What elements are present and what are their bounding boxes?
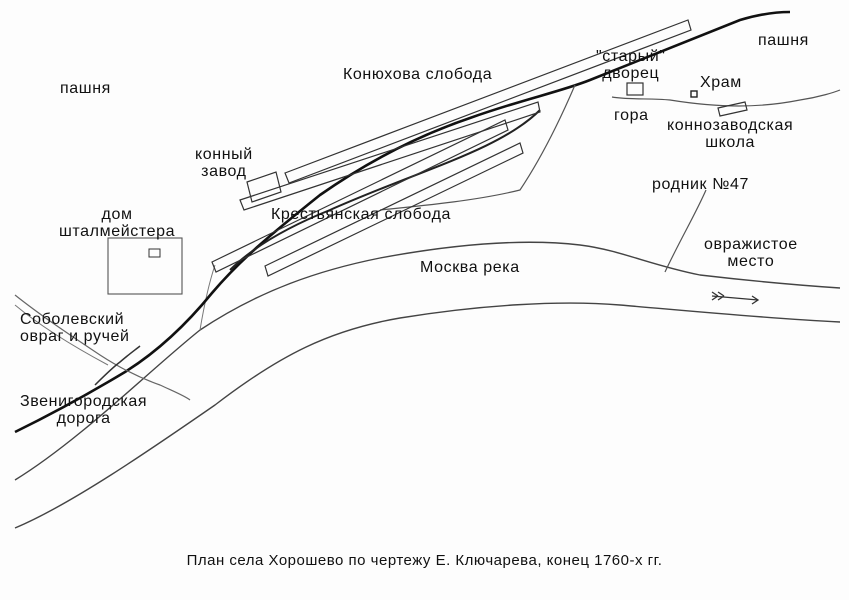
slope-line-2 — [229, 109, 541, 271]
stary-dvorets-label: "старый" дворец — [596, 48, 666, 82]
khram-building — [690, 90, 698, 98]
dom-line2: шталмейстера — [59, 223, 176, 240]
zvenigorodskaya-line2: дорога — [56, 410, 111, 427]
khram-label: Храм — [700, 74, 742, 91]
stary-dvorets-line1: "старый" — [596, 48, 666, 65]
main-road — [14, 10, 791, 434]
pashnya-right-label: пашня — [758, 32, 809, 49]
pashnya-left-label: пашня — [60, 80, 111, 97]
krestyanskaya-strip-3 — [264, 142, 524, 277]
river-north-bank — [14, 241, 841, 481]
dom-shtalmeystera-building — [148, 248, 161, 258]
dom-shtalmeystera-plot — [107, 237, 183, 295]
dom-shtalmeystera-label: дом шталмейстера — [59, 206, 175, 240]
krestyanskaya-strip-2 — [211, 119, 509, 273]
konny-zavod-line2: завод — [201, 163, 247, 180]
konyukhova-sloboda-label: Конюхова слобода — [343, 66, 493, 83]
map-caption: План села Хорошево по чертежу Е. Ключаре… — [186, 552, 663, 569]
konnozavodskaya-line2: школа — [705, 134, 756, 151]
konny-zavod-building — [246, 171, 282, 203]
ovrazhistoe-mesto-label: овражистое место — [704, 236, 798, 270]
river-flow-arrow — [711, 291, 760, 305]
krestyanskaya-sloboda-label: Крестьянская слобода — [271, 206, 451, 223]
dom-line1: дом — [101, 206, 133, 223]
stary-dvorets-building — [626, 82, 644, 96]
slope-line-1 — [379, 84, 576, 211]
konyukhova-sloboda-strip — [284, 19, 692, 184]
ovrazhistoe-line2: место — [727, 253, 775, 270]
river-south-bank — [14, 302, 841, 529]
sobolevsky-ovrag-label: Соболевский овраг и ручей — [20, 311, 130, 345]
rodnik-label: родник №47 — [652, 176, 749, 193]
rodnik-stream — [664, 189, 707, 273]
konnozavodskaya-shkola-label: коннозаводская школа — [667, 117, 793, 151]
konnozavodskaya-shkola-building — [717, 101, 748, 117]
moskva-reka-label: Москва река — [420, 259, 520, 276]
gora-ridge — [611, 89, 841, 107]
sobolevsky-line1: Соболевский — [20, 311, 125, 328]
sobolevsky-stream — [14, 294, 191, 401]
ovrazhistoe-line1: овражистое — [704, 236, 798, 253]
sobolevsky-stream-2 — [14, 304, 109, 366]
zvenigorodskaya-road — [94, 345, 141, 386]
zvenigorodskaya-doroga-label: Звенигородская дорога — [20, 393, 147, 427]
konnozavodskaya-line1: коннозаводская — [667, 117, 794, 134]
konny-zavod-line1: конный — [195, 146, 253, 163]
stary-dvorets-line2: дворец — [602, 65, 660, 82]
river-inner-line — [199, 264, 216, 331]
sobolevsky-line2: овраг и ручей — [20, 328, 130, 345]
gora-label: гора — [614, 107, 649, 124]
konny-zavod-label: конный завод — [195, 146, 253, 180]
krestyanskaya-strip-1 — [239, 101, 541, 211]
zvenigorodskaya-line1: Звенигородская — [20, 393, 148, 410]
